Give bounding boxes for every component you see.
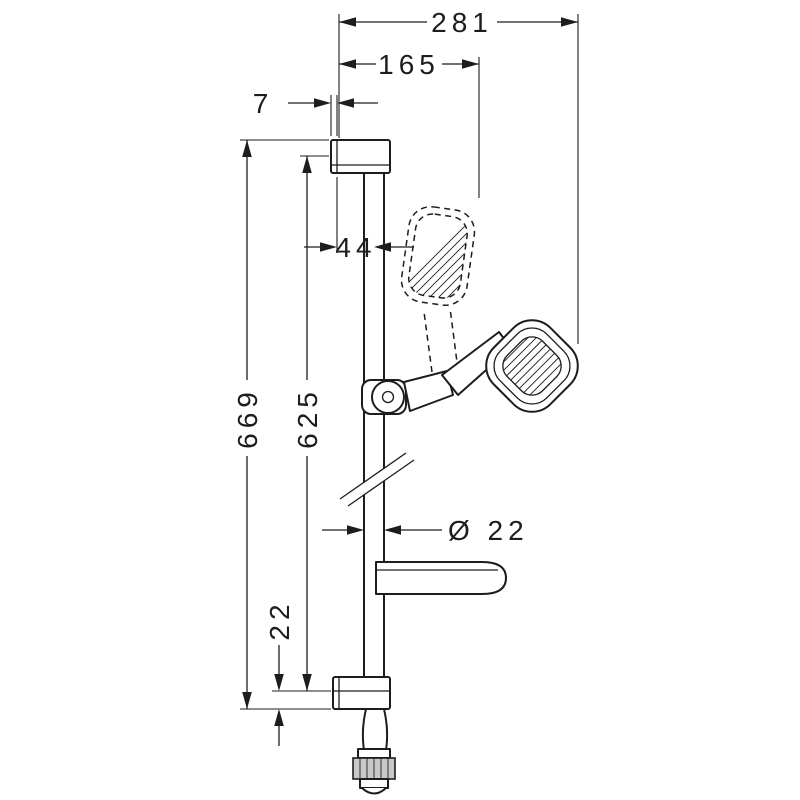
arrow-left-icon bbox=[339, 59, 356, 69]
shower-hose bbox=[352, 708, 396, 795]
arrow-right-icon bbox=[347, 525, 364, 535]
dim-label-bar-diameter: Ø 22 bbox=[448, 515, 529, 546]
dim-label-width-overall: 281 bbox=[431, 7, 493, 38]
dim-label-width-handshower: 165 bbox=[378, 49, 440, 80]
arrow-right-icon bbox=[314, 98, 331, 108]
dim-width-overall: 281 bbox=[339, 7, 578, 38]
dim-bracket-distance: 625 bbox=[292, 156, 323, 691]
handshower-dashed-position bbox=[400, 205, 476, 373]
dimensions: 281 165 7 44 bbox=[232, 7, 579, 746]
arrow-left-icon bbox=[339, 17, 356, 27]
arrow-right-icon bbox=[462, 59, 479, 69]
dim-height-overall: 669 bbox=[232, 140, 263, 709]
arrow-right-icon bbox=[561, 17, 578, 27]
bottom-wall-bracket bbox=[332, 676, 391, 710]
slide-bar bbox=[363, 168, 385, 680]
dim-label-bracket-distance: 625 bbox=[292, 387, 323, 449]
dim-width-handshower: 165 bbox=[339, 49, 479, 80]
dashed-face-hatch bbox=[406, 211, 470, 301]
arrow-left-icon bbox=[384, 525, 401, 535]
arrow-down-icon bbox=[242, 692, 252, 709]
spray-face-hatch bbox=[496, 330, 565, 399]
arrow-up-icon bbox=[274, 709, 284, 726]
handshower-head bbox=[485, 319, 579, 413]
holder-knob bbox=[371, 380, 405, 414]
dim-bar-center-offset: 44 bbox=[304, 232, 414, 263]
soap-dish bbox=[375, 561, 507, 595]
dim-label-bar-center-offset: 44 bbox=[335, 232, 376, 263]
dim-label-height-overall: 669 bbox=[232, 387, 263, 449]
dim-bar-diameter: Ø 22 bbox=[322, 515, 529, 546]
dim-label-bar-end-offset: 22 bbox=[264, 599, 295, 640]
dim-wall-offset: 7 bbox=[253, 88, 378, 119]
arrow-up-icon bbox=[302, 156, 312, 173]
top-wall-bracket bbox=[330, 139, 391, 174]
arrow-down-icon bbox=[302, 674, 312, 691]
dim-bar-end-offset: 22 bbox=[264, 599, 295, 746]
arrow-up-icon bbox=[242, 140, 252, 157]
arrow-down-icon bbox=[274, 674, 284, 691]
bar-break-mark bbox=[339, 452, 415, 507]
dim-label-wall-offset: 7 bbox=[253, 88, 274, 119]
